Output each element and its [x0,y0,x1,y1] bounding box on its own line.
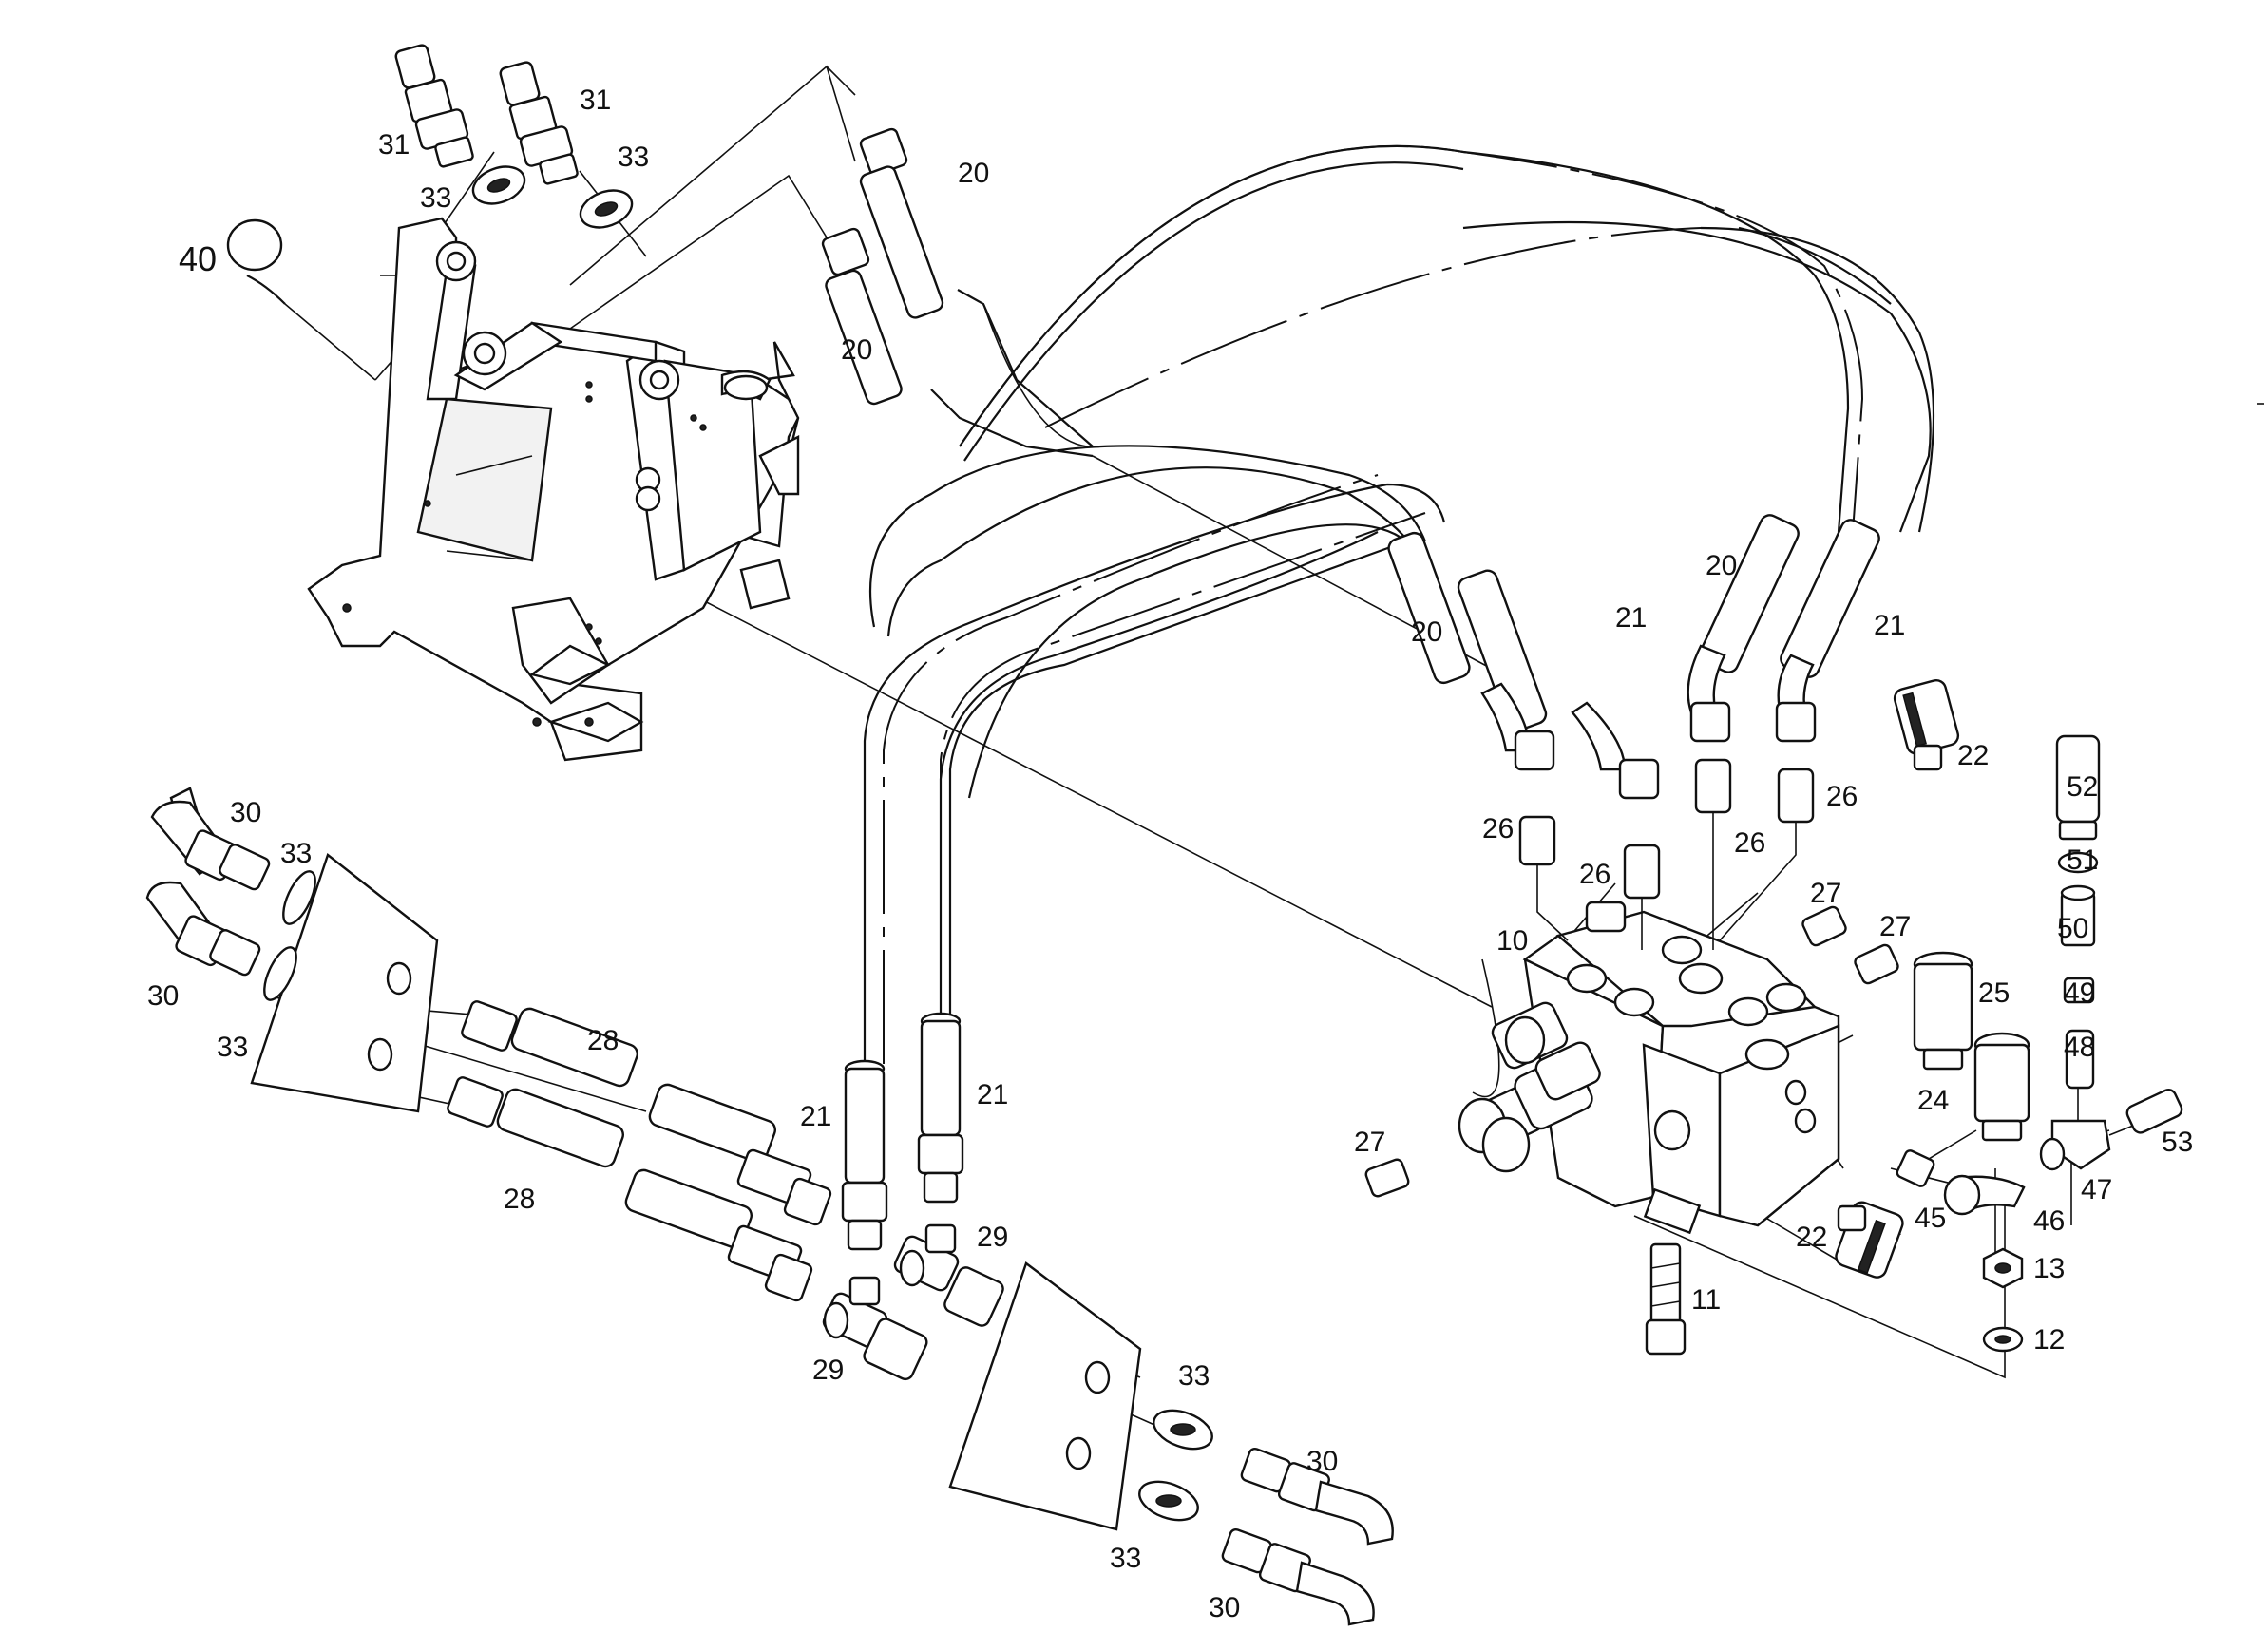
fittings-26-and-hose-ends [1387,514,1880,950]
callout-33: 33 [217,1032,248,1063]
callout-26: 26 [1734,827,1765,859]
adapter-part-25 [1913,951,1973,1071]
callout-45: 45 [1915,1203,1946,1234]
adapter-part-24 [1973,1032,2030,1142]
hose-part-21-left [841,1059,888,1251]
callout-30: 30 [1209,1592,1240,1623]
callout-53: 53 [2162,1127,2193,1158]
callout-28: 28 [504,1184,535,1215]
elbow-part-46 [1943,1174,2026,1216]
coupler-part-30-left-lower [145,881,297,1001]
callout-26: 26 [1579,859,1610,890]
washer-part-12 [1982,1326,2024,1353]
bracket-right [948,1261,1142,1531]
callout-29: 29 [977,1222,1008,1253]
coupler-part-31-left [394,44,474,168]
nipple-parts-27 [1364,905,1899,1198]
callout-33: 33 [280,838,312,869]
cap-part-40 [226,218,286,305]
hose-part-28-upper [461,1000,832,1226]
callout-30: 30 [1306,1446,1338,1477]
washer-part-33-left [471,165,526,205]
callout-31: 31 [378,129,410,161]
callout-26: 26 [1482,813,1514,844]
washer-part-33-right [579,189,634,229]
callout-33: 33 [420,182,451,214]
bracket-left [250,853,439,1113]
callout-25: 25 [1978,977,2010,1009]
callout-26: 26 [1826,781,1858,812]
coupler-part-31-right [499,61,579,185]
callout-30: 30 [147,980,179,1012]
coupler-part-22-bottom [1835,1201,1904,1279]
callout-12: 12 [2033,1324,2065,1356]
hose-part-20-top-right [859,127,1094,447]
coupler-part-22-top [1893,678,1960,771]
callout-50: 50 [2057,913,2088,944]
callout-20: 20 [1706,550,1737,581]
callout-10: 10 [1496,925,1528,957]
coupler-part-30-bottom-lower [1221,1527,1375,1626]
callout-22: 22 [1957,740,1989,771]
callout-20: 20 [841,334,872,366]
washer-part-33-bottom-lower [1138,1480,1199,1522]
callout-27: 27 [1810,878,1841,909]
callout-33: 33 [1110,1543,1141,1574]
callout-29: 29 [812,1355,844,1386]
callout-21: 21 [1615,602,1647,634]
callout-24: 24 [1917,1085,1949,1116]
callout-20: 20 [1411,616,1442,648]
callout-30: 30 [230,797,261,828]
control-valve-part-10 [1458,901,1840,1235]
callout-20: 20 [958,158,989,189]
callout-13: 13 [2033,1253,2065,1284]
nut-part-13 [1982,1247,2024,1289]
callout-labels: 31 31 33 33 40 20 20 20 20 21 21 22 52 2… [147,85,2193,1623]
callout-33: 33 [618,142,649,173]
callout-46: 46 [2033,1205,2065,1237]
coupler-part-30-left-upper [150,787,316,925]
tee-part-29-lower [822,1276,928,1381]
callout-40: 40 [179,239,217,278]
callout-11: 11 [1691,1284,1721,1316]
callout-27: 27 [1879,911,1911,942]
callout-33: 33 [1178,1360,1210,1392]
callout-49: 49 [2064,977,2095,1009]
callout-31: 31 [580,85,611,116]
callout-27: 27 [1354,1127,1385,1158]
callout-21: 21 [800,1101,831,1132]
hose-part-21-right [917,1012,964,1204]
bolt-part-11 [1645,1242,1687,1356]
hose-routes [863,144,1935,1064]
fitting-part-45 [1896,1149,1935,1187]
leader-lines [265,65,2110,1445]
hose-part-20-top-left [821,227,1094,458]
callout-47: 47 [2081,1174,2112,1205]
callout-28: 28 [587,1025,619,1056]
callout-52: 52 [2067,771,2098,803]
tee-part-29-upper [893,1223,1004,1327]
callout-51: 51 [2067,844,2098,876]
callout-22: 22 [1796,1222,1827,1253]
callout-21: 21 [1874,610,1905,641]
washer-part-33-bottom-upper [1153,1409,1213,1451]
hose-part-28-lower [447,1076,813,1302]
test-port-stack-48-53 [2039,734,2183,1171]
console-frame [307,217,800,762]
callout-21: 21 [977,1079,1008,1110]
callout-48: 48 [2064,1032,2095,1063]
coupler-part-30-bottom-upper [1240,1447,1394,1546]
